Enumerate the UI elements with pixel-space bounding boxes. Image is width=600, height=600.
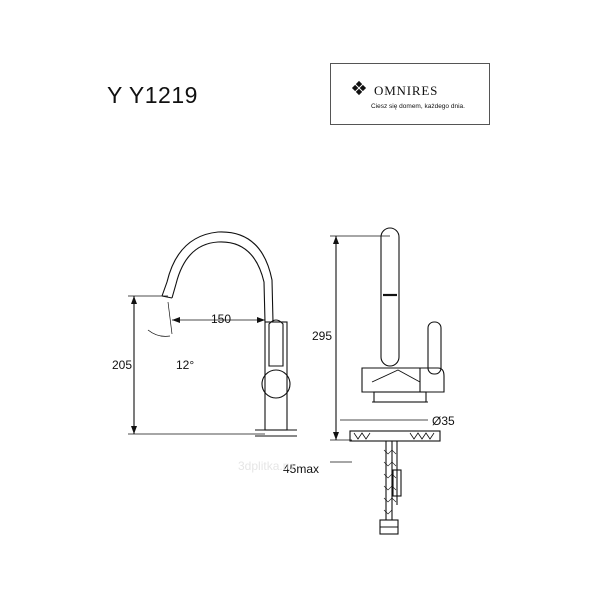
diamond-grid-icon <box>351 80 367 96</box>
spout-outer-curve <box>161 231 274 323</box>
base-ring <box>373 391 427 403</box>
lever-handle <box>268 319 284 367</box>
dim-label-height-right: 295 <box>312 329 333 343</box>
model-code: Y Y1219 <box>107 82 198 108</box>
counter-top <box>349 430 441 442</box>
faucet-body <box>264 321 288 431</box>
body-side <box>361 367 445 393</box>
watermark: 3dplitka.ru <box>238 459 294 473</box>
dim-label-counter-thickness: 45max <box>283 462 320 476</box>
dim-label-spout-reach: 150 <box>211 312 232 326</box>
angle-arc <box>147 329 171 337</box>
dim-label-base-diameter: Ø35 <box>432 414 455 428</box>
dim-label-height-left: 205 <box>112 358 133 372</box>
dim-label-angle: 12° <box>176 358 195 372</box>
brand-tagline: Ciesz się domem, każdego dnia. <box>371 103 465 110</box>
spout-inner-curve <box>171 241 266 323</box>
spout-pipe-side <box>380 227 400 367</box>
supply-hose <box>385 441 398 520</box>
handle-side <box>427 321 442 375</box>
body-knob <box>261 369 291 399</box>
brand-logo-box <box>330 63 490 125</box>
brand-name: OMNIRES <box>374 83 439 98</box>
